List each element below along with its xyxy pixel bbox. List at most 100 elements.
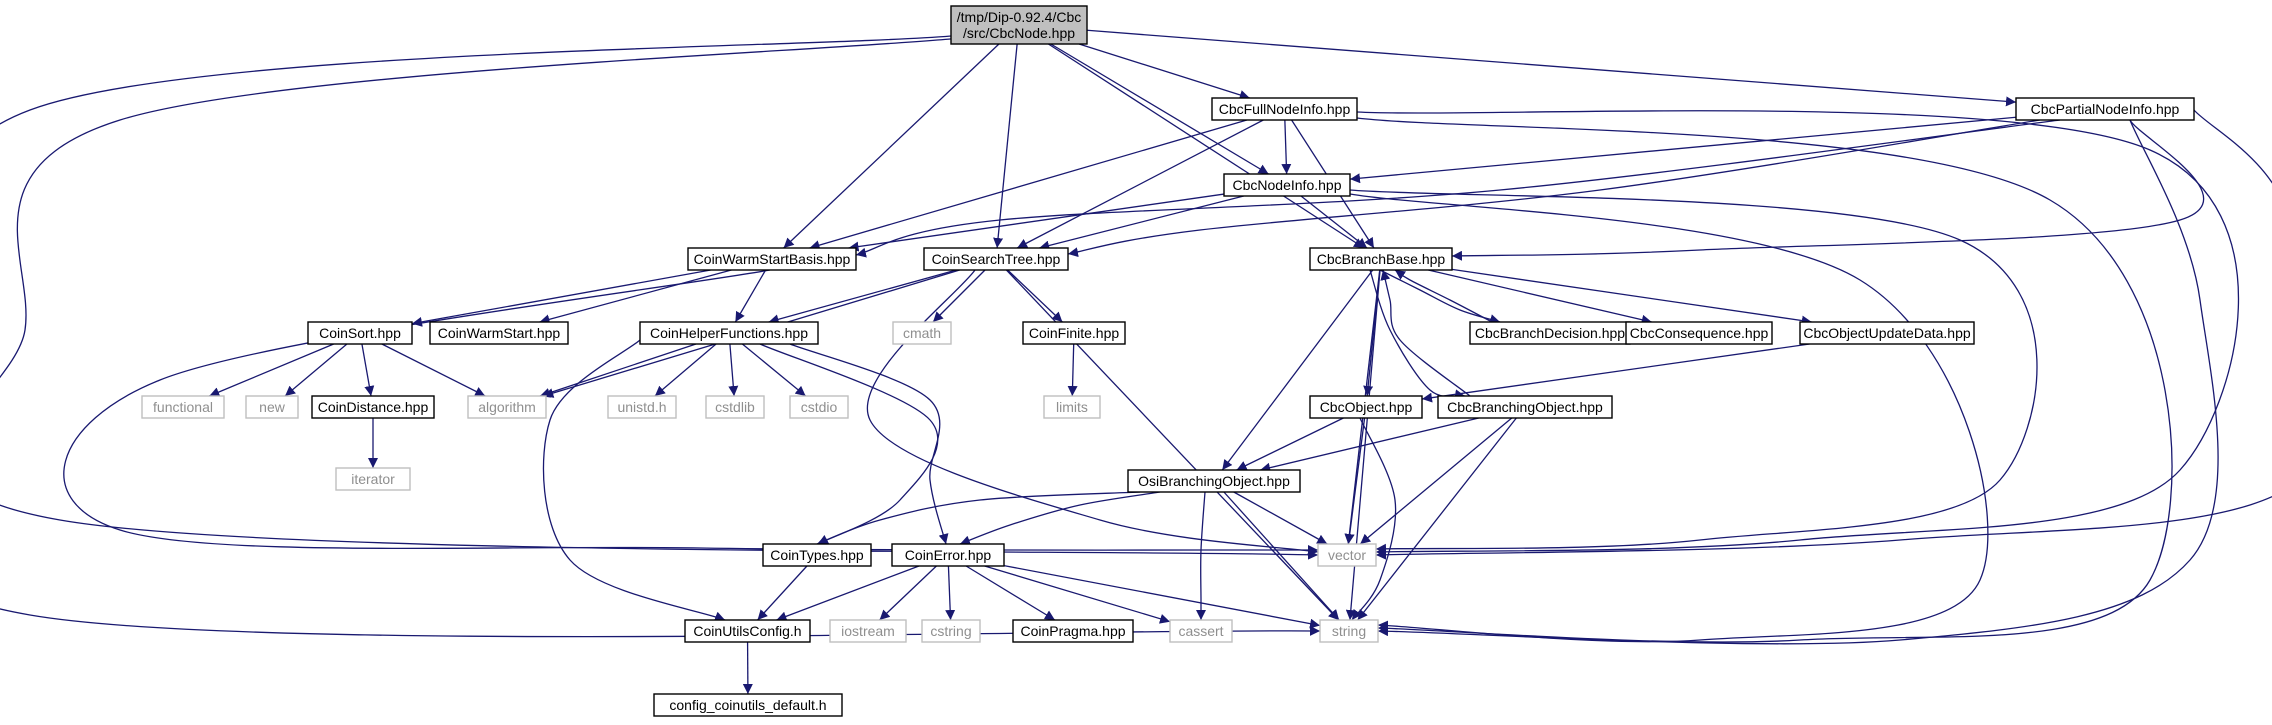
- node-box: [1211, 97, 1358, 121]
- node-coinsort[interactable]: CoinSort.hpp: [307, 321, 413, 345]
- node-label: algorithm: [478, 399, 536, 415]
- node-consequence[interactable]: CbcConsequence.hpp: [1625, 321, 1773, 345]
- edge-line: [1236, 417, 1344, 471]
- edge-line: [1349, 189, 2038, 554]
- node-box: [1223, 173, 1351, 197]
- edge-searchtree-to-helperfunctions: [768, 269, 957, 325]
- edge-root-to-warmstartbasis: [783, 43, 1000, 249]
- edge-helperfunctions-to-algorithm: [539, 343, 697, 398]
- node-box: [1799, 321, 1975, 345]
- node-limits: limits: [1043, 395, 1101, 419]
- node-utilsconfig[interactable]: CoinUtilsConfig.h: [684, 619, 811, 643]
- edge-line: [993, 43, 1018, 249]
- edge-root-to-string: [0, 35, 1321, 638]
- edge-coinsort-to-new: [284, 343, 348, 397]
- node-label: /tmp/Dip-0.92.4/Cbc: [957, 9, 1082, 25]
- edge-line: [984, 565, 1171, 624]
- edge-osibranching-to-string: [1223, 491, 1340, 621]
- edge-line: [1260, 417, 1479, 473]
- edge-line: [542, 339, 726, 622]
- node-coinerror[interactable]: CoinError.hpp: [891, 543, 1005, 567]
- node-box: [429, 321, 569, 345]
- node-cointypes[interactable]: CoinTypes.hpp: [762, 543, 872, 567]
- node-config_default[interactable]: config_coinutils_default.h: [653, 693, 843, 717]
- node-label: CbcConsequence.hpp: [1630, 325, 1769, 341]
- node-helperfunctions[interactable]: CoinHelperFunctions.hpp: [639, 321, 819, 345]
- node-branchingobject[interactable]: CbcBranchingObject.hpp: [1437, 395, 1613, 419]
- edge-line: [1351, 417, 1397, 621]
- edge-line: [1344, 417, 1366, 545]
- node-label: CbcPartialNodeInfo.hpp: [2031, 101, 2180, 117]
- edge-branchingobject-to-vector: [1359, 417, 1513, 545]
- node-branchdecision[interactable]: CbcBranchDecision.hpp: [1469, 321, 1631, 345]
- node-searchtree[interactable]: CoinSearchTree.hpp: [923, 247, 1069, 271]
- node-osibranching[interactable]: OsiBranchingObject.hpp: [1127, 469, 1301, 493]
- node-branchbase[interactable]: CbcBranchBase.hpp: [1309, 247, 1453, 271]
- edge-nodeinfo-to-searchtree: [1039, 195, 1244, 251]
- node-box: [762, 543, 872, 567]
- node-partialnodeinfo[interactable]: CbcPartialNodeInfo.hpp: [2015, 97, 2195, 121]
- edge-fullnodeinfo-to-nodeinfo: [1281, 119, 1292, 175]
- node-label: config_coinutils_default.h: [669, 697, 826, 713]
- node-label: CbcBranchBase.hpp: [1317, 251, 1446, 267]
- edge-branchdecision-to-branchbase: [1394, 269, 1493, 323]
- node-coinfinite[interactable]: CoinFinite.hpp: [1022, 321, 1126, 345]
- edge-line: [1048, 43, 1365, 249]
- edge-coinerror-to-utilsconfig: [776, 565, 920, 622]
- node-coinpragma[interactable]: CoinPragma.hpp: [1012, 619, 1134, 643]
- edge-line: [855, 119, 2061, 258]
- edge-line: [0, 35, 1321, 638]
- edge-root-to-branchbase: [1048, 43, 1365, 249]
- node-cstdio: cstdio: [789, 395, 849, 419]
- node-algorithm: algorithm: [467, 395, 547, 419]
- edge-line: [381, 343, 486, 397]
- edge-line: [1086, 29, 2017, 107]
- edge-line: [1394, 269, 1493, 323]
- node-coindistance[interactable]: CoinDistance.hpp: [311, 395, 435, 419]
- node-warmstartbasis[interactable]: CoinWarmStartBasis.hpp: [687, 247, 857, 271]
- edge-line: [361, 343, 375, 397]
- edge-line: [1007, 269, 1063, 323]
- node-nodeinfo[interactable]: CbcNodeInfo.hpp: [1223, 173, 1351, 197]
- node-cbcobject[interactable]: CbcObject.hpp: [1309, 395, 1423, 419]
- node-box: [653, 693, 843, 717]
- edge-partialnodeinfo-to-warmstartbasis: [855, 119, 2061, 258]
- node-fullnodeinfo[interactable]: CbcFullNodeInfo.hpp: [1211, 97, 1358, 121]
- edge-coinerror-to-cstring: [945, 565, 956, 621]
- edge-line: [1281, 119, 1292, 175]
- edge-line: [1379, 269, 1501, 324]
- node-warmstart[interactable]: CoinWarmStart.hpp: [429, 321, 569, 345]
- edge-coinerror-to-coinpragma: [965, 565, 1056, 621]
- edge-line: [1380, 269, 1471, 397]
- edge-nodeinfo-to-warmstartbasis: [848, 193, 1225, 252]
- node-box: [892, 321, 952, 345]
- node-new: new: [245, 395, 299, 419]
- edge-line: [1050, 43, 1269, 175]
- edge-fullnodeinfo-to-string: [1356, 117, 2173, 643]
- node-root[interactable]: /tmp/Dip-0.92.4/Cbc/src/CbcNode.hpp: [950, 5, 1088, 45]
- node-label: CbcBranchingObject.hpp: [1447, 399, 1603, 415]
- edge-helperfunctions-to-cointypes: [759, 343, 939, 545]
- node-label: CoinFinite.hpp: [1029, 325, 1119, 341]
- edge-line: [1067, 343, 1078, 397]
- node-cstdlib: cstdlib: [705, 395, 765, 419]
- node-box: [705, 395, 765, 419]
- edge-osibranching-to-coinerror: [959, 491, 1161, 546]
- edge-warmstartbasis-to-warmstart: [539, 269, 732, 325]
- node-box: [1437, 395, 1613, 419]
- edge-branchingobject-to-string: [1357, 417, 1517, 621]
- node-label: CbcBranchDecision.hpp: [1475, 325, 1625, 341]
- edge-line: [757, 565, 808, 621]
- edge-branchbase-to-consequence: [1428, 269, 1652, 325]
- node-label: iostream: [841, 623, 895, 639]
- edge-nodeinfo-to-vector: [1349, 189, 2038, 554]
- edge-partialnodeinfo-to-searchtree: [1067, 119, 2041, 258]
- edge-line: [759, 343, 939, 545]
- edge-warmstartbasis-to-coinsort: [411, 269, 711, 327]
- edge-line: [728, 343, 739, 397]
- node-objectupdatedata[interactable]: CbcObjectUpdateData.hpp: [1799, 321, 1975, 345]
- node-box: [2015, 97, 2195, 121]
- node-label: cstring: [930, 623, 971, 639]
- edge-branchbase-to-branchdecision: [1379, 269, 1501, 324]
